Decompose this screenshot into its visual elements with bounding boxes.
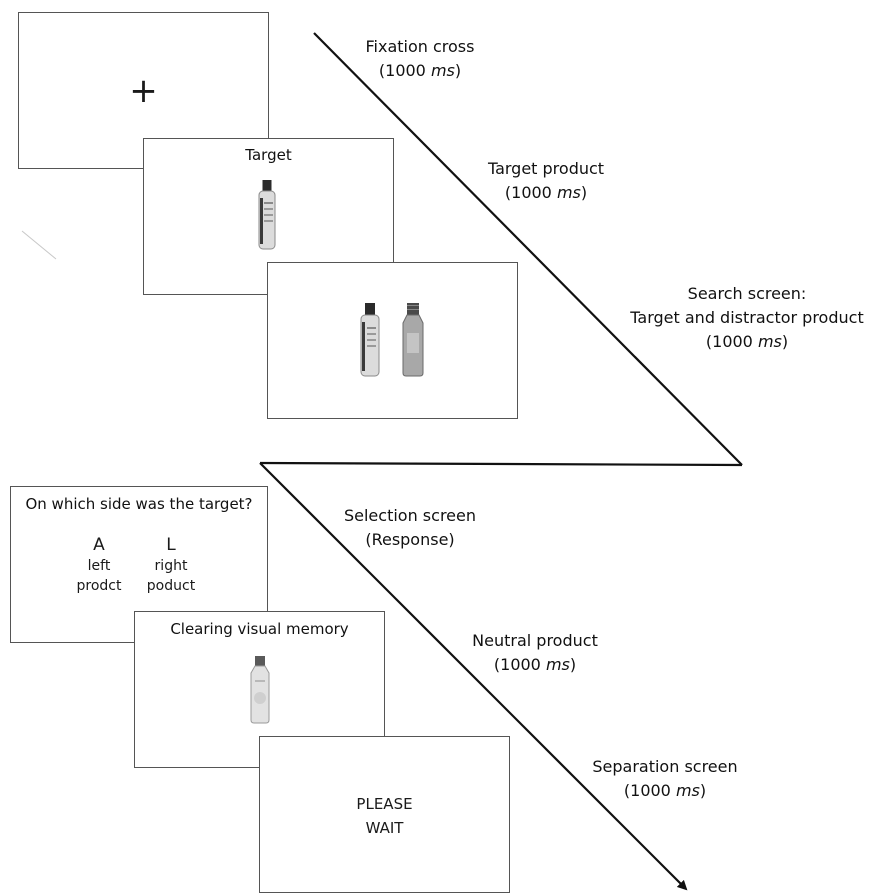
right-response-key: L bbox=[166, 535, 176, 555]
separation-screen: PLEASE WAIT bbox=[259, 736, 510, 893]
search-label-subtitle: Target and distractor product bbox=[630, 308, 864, 327]
please-wait-message: PLEASE WAIT bbox=[260, 792, 509, 840]
left-response-key: A bbox=[93, 535, 105, 555]
distractor-product-image bbox=[402, 303, 424, 377]
target-screen-title: Target bbox=[245, 146, 292, 164]
target-product-image bbox=[258, 180, 276, 250]
decorative-stroke bbox=[21, 230, 57, 260]
timeline-segment-top bbox=[313, 32, 743, 466]
target-label-duration: (1000 ms) bbox=[504, 183, 588, 202]
timeline-arrow-bottom bbox=[259, 462, 688, 891]
left-response-text-2: prodct bbox=[76, 578, 122, 594]
search-label-title: Search screen: bbox=[687, 284, 807, 303]
fixation-label-duration: (1000 ms) bbox=[378, 61, 462, 80]
right-response-text-1: right bbox=[154, 558, 188, 574]
fixation-label-title: Fixation cross bbox=[365, 37, 475, 56]
separation-label-title: Separation screen bbox=[592, 757, 738, 776]
selection-label-title: Selection screen bbox=[343, 506, 476, 525]
search-label-duration: (1000 ms) bbox=[705, 332, 789, 351]
left-response-option: A left prodct bbox=[69, 534, 129, 596]
selection-question: On which side was the target? bbox=[25, 495, 253, 513]
neutral-label: Neutral product (1000 ms) bbox=[460, 629, 610, 677]
right-response-text-2: poduct bbox=[146, 578, 196, 594]
selection-label-subtitle: (Response) bbox=[365, 530, 455, 549]
neutral-label-title: Neutral product bbox=[472, 631, 598, 650]
neutral-label-duration: (1000 ms) bbox=[493, 655, 577, 674]
left-response-text-1: left bbox=[87, 558, 111, 574]
separation-label: Separation screen (1000 ms) bbox=[580, 755, 750, 803]
right-response-option: L right poduct bbox=[141, 534, 201, 596]
separation-text-2: WAIT bbox=[365, 819, 404, 837]
target-label-title: Target product bbox=[487, 159, 605, 178]
search-label: Search screen: Target and distractor pro… bbox=[622, 282, 872, 354]
neutral-product-image bbox=[250, 656, 270, 724]
timeline-return-segment bbox=[259, 461, 743, 467]
fixation-label: Fixation cross (1000 ms) bbox=[345, 35, 495, 83]
target-label: Target product (1000 ms) bbox=[471, 157, 621, 205]
target-product-image bbox=[360, 303, 380, 377]
selection-label: Selection screen (Response) bbox=[325, 504, 495, 552]
neutral-screen-title: Clearing visual memory bbox=[170, 620, 349, 638]
search-screen bbox=[267, 262, 518, 419]
separation-label-duration: (1000 ms) bbox=[623, 781, 707, 800]
separation-text-1: PLEASE bbox=[356, 795, 413, 813]
fixation-cross: + bbox=[129, 71, 158, 111]
